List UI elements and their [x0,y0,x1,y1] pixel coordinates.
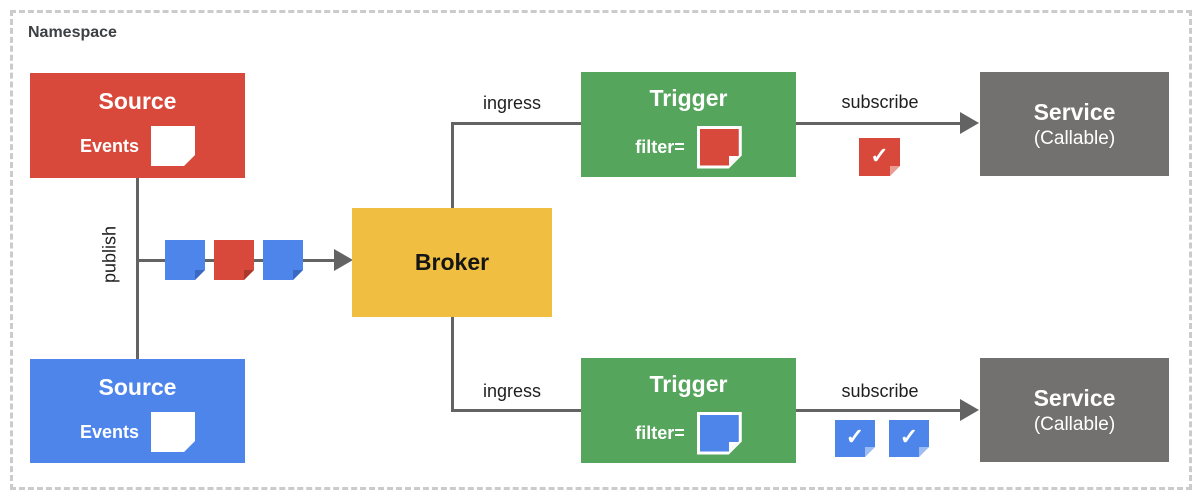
namespace-boundary [10,10,1192,490]
checkmark-icon: ✓ [870,142,889,168]
service-bottom-arrowhead-icon [960,399,979,421]
publish-label: publish [99,225,120,284]
trigger-node-bottom: Trigger filter= [581,358,796,463]
namespace-label: Namespace [28,24,117,41]
delivered-event-red-icon: ✓ [859,138,900,176]
broker-node: Broker [352,208,552,317]
service-node-bottom: Service (Callable) [980,358,1169,462]
source-node-red: Source Events [30,73,245,178]
event-note-blue-icon [263,240,303,280]
events-label: Events [79,421,140,442]
filter-label: filter= [635,136,685,157]
filter-event-red-icon [697,126,742,169]
ingress-top-line [451,122,582,125]
subscribe-top-label: subscribe [841,92,919,112]
trigger-title: Trigger [649,85,728,111]
source-node-blue: Source Events [30,359,245,463]
trigger-node-top: Trigger filter= [581,72,796,177]
event-note-white-icon [151,412,195,452]
source-title: Source [98,374,177,400]
filter-label: filter= [635,422,685,443]
publish-vertical-line [136,177,139,361]
event-note-white-icon [151,126,195,166]
service-title: Service [1033,98,1116,125]
ingress-bottom-label: ingress [482,381,542,401]
events-label: Events [79,135,140,156]
service-subtitle: (Callable) [1033,127,1116,149]
service-top-arrowhead-icon [960,112,979,134]
service-title: Service [1033,384,1116,411]
ingress-bottom-line [451,409,582,412]
checkmark-icon: ✓ [845,424,865,449]
filter-event-blue-icon [697,412,742,455]
service-subtitle: (Callable) [1033,413,1116,435]
subscribe-bottom-label: subscribe [841,381,919,401]
event-note-red-icon [214,240,254,280]
event-note-blue-icon [165,240,205,280]
ingress-top-label: ingress [482,93,542,113]
subscribe-top-line [796,122,962,125]
broker-arrowhead-icon [334,249,353,271]
delivered-event-blue-icon: ✓ [889,420,929,457]
broker-up-line [451,122,454,209]
source-title: Source [98,88,177,114]
checkmark-icon: ✓ [899,424,919,449]
delivered-event-blue-icon: ✓ [835,420,875,457]
service-node-top: Service (Callable) [980,72,1169,176]
broker-title: Broker [414,249,490,275]
subscribe-bottom-line [796,409,962,412]
trigger-title: Trigger [649,371,728,397]
broker-down-line [451,317,454,412]
